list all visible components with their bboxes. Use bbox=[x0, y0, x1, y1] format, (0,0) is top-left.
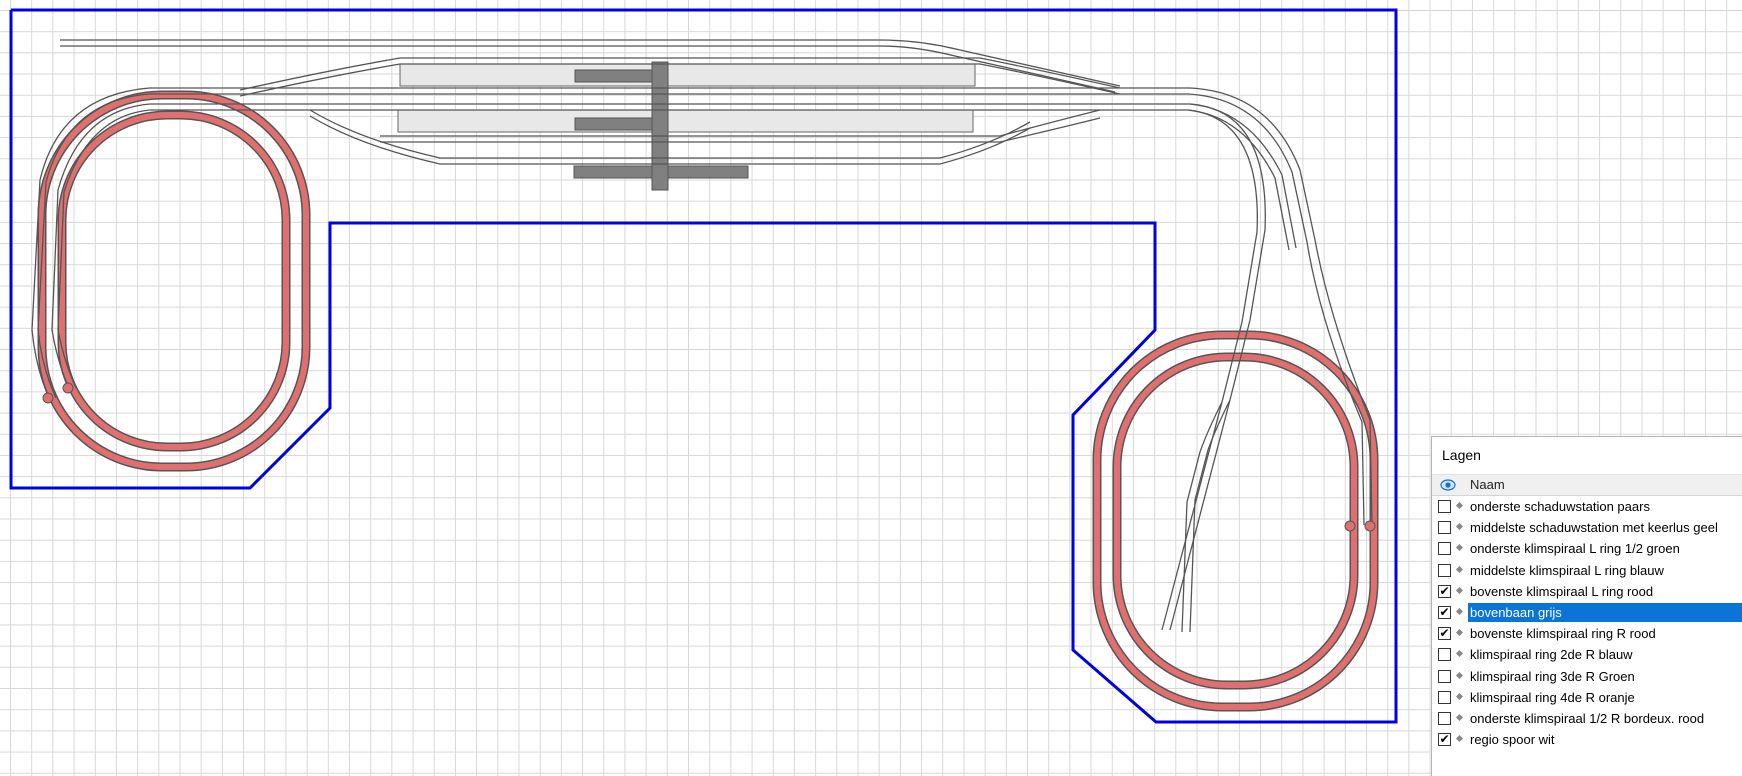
layer-visibility-checkbox[interactable] bbox=[1438, 542, 1451, 556]
layer-row[interactable]: ✔ bovenste klimspiraal L ring rood bbox=[1432, 582, 1742, 603]
layer-bullet-icon bbox=[1455, 713, 1464, 721]
layer-row[interactable]: klimspiraal ring 3de R Groen bbox=[1432, 667, 1742, 688]
layer-visibility-checkbox[interactable] bbox=[1438, 711, 1451, 725]
layer-name[interactable]: onderste klimspiraal 1/2 R bordeux. rood bbox=[1470, 710, 1705, 726]
baseboard-outline bbox=[9, 8, 1398, 724]
layer-name[interactable]: onderste schaduwstation paars bbox=[1470, 499, 1650, 514]
layer-bullet-icon bbox=[1455, 565, 1464, 573]
layer-name[interactable]: middelste klimspiraal L ring blauw bbox=[1470, 562, 1664, 578]
layer-visibility-checkbox[interactable] bbox=[1438, 521, 1451, 535]
layer-row[interactable]: middelste schaduwstation met keerlus gee… bbox=[1432, 518, 1742, 539]
layer-visibility-checkbox[interactable] bbox=[1438, 648, 1451, 662]
layers-panel: Lagen Naam onderste schaduwstation paars… bbox=[1431, 436, 1742, 776]
layer-row[interactable]: klimspiraal ring 2de R blauw bbox=[1432, 645, 1742, 666]
layer-bullet-icon bbox=[1455, 544, 1464, 552]
layer-row[interactable]: middelste klimspiraal L ring blauw bbox=[1432, 561, 1742, 582]
layer-row[interactable]: ✔ bovenbaan grijs bbox=[1432, 602, 1742, 624]
layer-name[interactable]: klimspiraal ring 3de R Groen bbox=[1470, 668, 1635, 684]
layer-visibility-checkbox[interactable] bbox=[1438, 690, 1451, 704]
column-header: Naam bbox=[1432, 474, 1742, 496]
layer-bullet-icon bbox=[1455, 629, 1464, 637]
layer-bullet-icon bbox=[1455, 586, 1464, 594]
station-platforms bbox=[397, 61, 976, 191]
layer-bullet-icon bbox=[1455, 692, 1464, 700]
layer-visibility-checkbox[interactable]: ✔ bbox=[1438, 732, 1451, 747]
layer-bullet-icon bbox=[1455, 650, 1464, 658]
layer-visibility-checkbox[interactable] bbox=[1438, 669, 1451, 683]
layer-bullet-icon bbox=[1455, 523, 1464, 531]
layer-row[interactable]: ✔ bovenste klimspiraal ring R rood bbox=[1432, 624, 1742, 645]
layer-name[interactable]: bovenste klimspiraal L ring rood bbox=[1470, 583, 1654, 599]
layer-name[interactable]: bovenste klimspiraal ring R rood bbox=[1470, 626, 1656, 642]
layer-bullet-icon bbox=[1455, 607, 1464, 615]
eye-icon[interactable] bbox=[1440, 478, 1456, 492]
layer-name[interactable]: bovenbaan grijs bbox=[1468, 602, 1742, 622]
track-ends bbox=[42, 382, 1376, 532]
layer-row[interactable]: onderste schaduwstation paars bbox=[1432, 497, 1742, 518]
panel-title: Lagen bbox=[1442, 447, 1481, 463]
layer-bullet-icon bbox=[1455, 671, 1464, 679]
layer-row[interactable]: klimspiraal ring 4de R oranje bbox=[1432, 688, 1742, 709]
layer-name[interactable]: klimspiraal ring 4de R oranje bbox=[1470, 689, 1635, 705]
layer-name[interactable]: onderste klimspiraal L ring 1/2 groen bbox=[1470, 541, 1680, 557]
left-climbing-spiral bbox=[37, 90, 311, 472]
layer-list: onderste schaduwstation paars middelste s… bbox=[1432, 497, 1742, 751]
layer-bullet-icon bbox=[1455, 501, 1464, 510]
upper-track-network bbox=[31, 39, 1373, 633]
name-column-label: Naam bbox=[1470, 477, 1505, 492]
layer-visibility-checkbox[interactable]: ✔ bbox=[1438, 583, 1451, 598]
layer-name[interactable]: middelste schaduwstation met keerlus gee… bbox=[1470, 520, 1718, 536]
layer-row[interactable]: onderste klimspiraal 1/2 R bordeux. rood bbox=[1432, 709, 1742, 730]
layer-row[interactable]: onderste klimspiraal L ring 1/2 groen bbox=[1432, 539, 1742, 560]
layer-row[interactable]: ✔ regio spoor wit bbox=[1432, 730, 1742, 751]
layer-visibility-checkbox[interactable] bbox=[1438, 500, 1451, 513]
layer-visibility-checkbox[interactable]: ✔ bbox=[1438, 604, 1451, 619]
layer-visibility-checkbox[interactable] bbox=[1438, 563, 1451, 577]
layer-visibility-checkbox[interactable]: ✔ bbox=[1438, 626, 1451, 641]
layer-name[interactable]: klimspiraal ring 2de R blauw bbox=[1470, 647, 1633, 663]
layer-bullet-icon bbox=[1455, 735, 1464, 743]
right-climbing-spiral bbox=[1092, 330, 1379, 712]
layer-name[interactable]: regio spoor wit bbox=[1470, 732, 1555, 748]
